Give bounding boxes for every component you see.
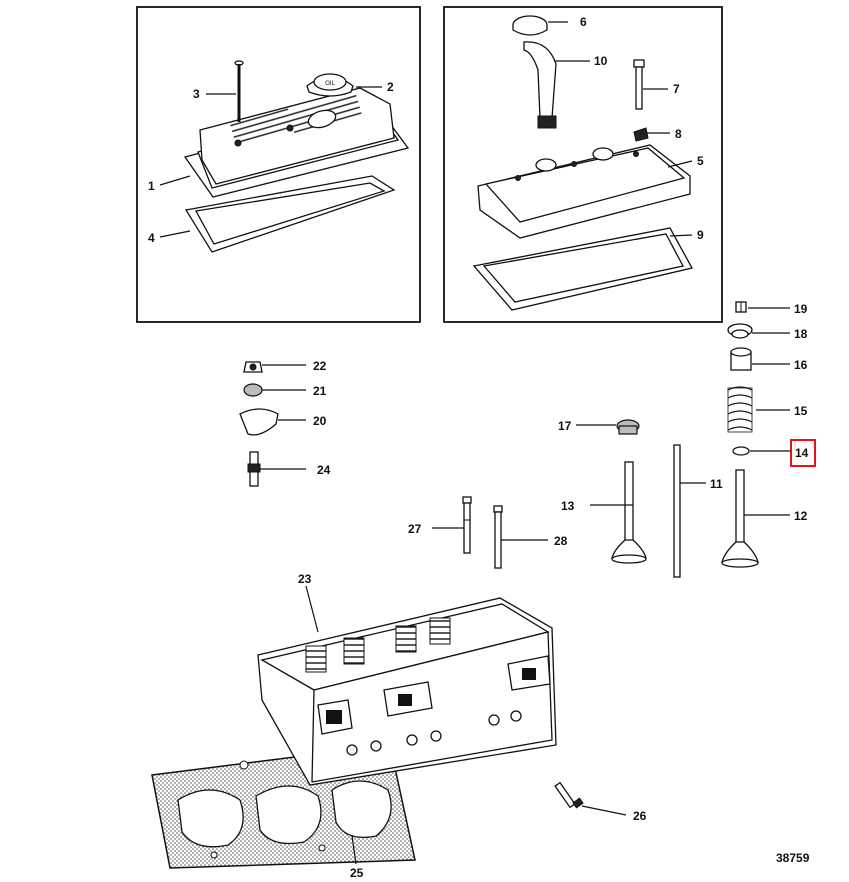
part-9-gasket — [472, 227, 693, 311]
callout-19: 19 — [794, 302, 808, 316]
cover-ribs-left — [230, 108, 294, 146]
part-26-head-bolt — [554, 781, 584, 809]
part-24-stud — [247, 451, 261, 487]
part-1-valve-cover — [183, 87, 410, 198]
callout-20: 20 — [313, 414, 327, 428]
callout-5: 5 — [697, 154, 704, 168]
head-valve-springs — [305, 617, 451, 673]
part-20-rocker-arm — [239, 408, 279, 436]
part-13-valve — [611, 461, 647, 564]
callout-14-highlight-box — [790, 439, 816, 467]
callout-1: 1 — [148, 179, 155, 193]
callout-21: 21 — [313, 384, 327, 398]
part-27-bolt — [462, 496, 472, 554]
callout-28: 28 — [554, 534, 568, 548]
part-5-valve-cover — [477, 144, 691, 239]
callout-17: 17 — [558, 419, 572, 433]
part-17-seal — [616, 419, 640, 435]
part-28-bolt — [493, 505, 503, 569]
callout-22: 22 — [313, 359, 327, 373]
part-14-washer — [732, 446, 750, 456]
callout-2: 2 — [387, 80, 394, 94]
callout-10: 10 — [594, 54, 608, 68]
callout-14: 14 — [795, 446, 809, 460]
callout-13: 13 — [561, 499, 575, 513]
callout-18: 18 — [794, 327, 808, 341]
callout-8: 8 — [675, 127, 682, 141]
part-8-grommet — [633, 127, 649, 142]
callout-24: 24 — [317, 463, 331, 477]
callout-16: 16 — [794, 358, 808, 372]
part-10-oil-fill-tube — [523, 41, 557, 129]
leader-lines — [159, 21, 790, 865]
part-12-valve — [721, 469, 759, 568]
oil-cap-text: OIL — [325, 81, 335, 87]
part-22-nut — [243, 361, 263, 373]
callout-3: 3 — [193, 87, 200, 101]
part-7-bolt — [633, 59, 645, 110]
part-15-spring — [727, 386, 753, 433]
part-16-oil-shield — [730, 347, 752, 371]
part-3-bolt — [234, 60, 244, 122]
part-2-oil-cap: OIL — [306, 73, 354, 97]
callout-23: 23 — [298, 572, 312, 586]
callout-9: 9 — [697, 228, 704, 242]
figure-number: 38759 — [776, 851, 810, 865]
callout-11: 11 — [710, 477, 723, 491]
callout-27: 27 — [408, 522, 422, 536]
callout-25: 25 — [350, 866, 364, 880]
callout-12: 12 — [794, 509, 808, 523]
callout-4: 4 — [148, 231, 155, 245]
callout-7: 7 — [673, 82, 680, 96]
part-25-head-gasket — [151, 744, 416, 869]
part-23-cylinder-head — [257, 597, 557, 786]
callout-15: 15 — [794, 404, 808, 418]
part-18-retainer — [727, 323, 753, 339]
part-19-keeper — [735, 301, 747, 313]
part-11-pushrod — [673, 444, 681, 578]
part-4-gasket — [184, 175, 396, 253]
callout-6: 6 — [580, 15, 587, 29]
part-6-cap — [512, 15, 548, 36]
callout-26: 26 — [633, 809, 647, 823]
part-21-ball — [243, 383, 263, 397]
